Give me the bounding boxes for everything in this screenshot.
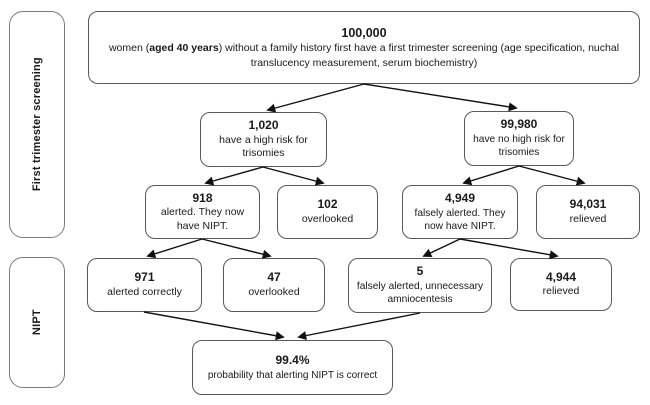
arrow-alerted-to-overlooked-nipt [201,238,272,259]
box-false-alert-amniocentesis: 5 falsely alerted, unnecessary amniocent… [348,258,492,313]
box-high-risk: 1,020 have a high risk for trisomies [200,112,327,167]
arrow-amnio-to-conclusion [297,312,421,341]
arrow-alertedcorrectly-to-conclusion [143,311,285,341]
box-overlooked-nipt-desc: overlooked [248,285,300,298]
box-no-high-risk: 99,980 have no high risk for trisomies [464,111,574,166]
box-relieved-nipt-value: 4,944 [545,269,577,284]
arrow-nohighrisk-to-relieved [518,165,586,186]
arrow-nohighrisk-to-falsely-alerted [462,165,520,186]
box-relieved-nipt-desc: relieved [542,285,580,298]
box-overlooked-nipt: 47 overlooked [223,258,325,312]
box-overlooked-fts: 102 overlooked [277,185,378,239]
sidebar-label-first-trimester-screening: First trimester screening [30,57,43,192]
box-relieved-nipt: 4,944 relieved [510,258,612,311]
box-no-high-risk-desc: have no high risk for trisomies [473,134,565,159]
box-overlooked-fts-value: 102 [317,197,338,212]
root-desc: women (aged 40 years) without a family h… [97,41,631,69]
box-alerted-value: 918 [192,190,213,205]
box-falsely-alerted-value: 4,949 [444,190,476,205]
box-falsely-alerted-desc: falsely alerted. They now have NIPT. [414,207,506,232]
arrow-root-to-no-high-risk [363,83,518,112]
arrow-falselyalerted-to-relieved-nipt [459,238,559,260]
sidebar-label-nipt: NIPT [30,309,43,336]
box-overlooked-nipt-value: 47 [267,270,281,285]
box-relieved-fts: 94,031 relieved [536,185,640,239]
box-relieved-fts-desc: relieved [569,212,607,225]
box-alerted-correctly-desc: alerted correctly [107,285,182,298]
root-desc-suffix: ) without a family history first have a … [218,42,620,69]
box-falsely-alerted: 4,949 falsely alerted. They now have NIP… [402,185,518,239]
root-desc-prefix: women ( [108,42,150,55]
root-desc-bold: aged 40 years [149,42,219,55]
box-alerted-nipt: 918 alerted. They now have NIPT. [145,185,260,239]
box-high-risk-value: 1,020 [248,118,279,133]
sidebar-section-first-trimester-screening: First trimester screening [9,11,65,238]
arrow-highrisk-to-alerted [204,166,264,186]
box-root-population: 100,000 women (aged 40 years) without a … [88,11,640,84]
arrow-root-to-high-risk [266,83,365,113]
box-alerted-correctly-value: 971 [134,270,155,285]
box-high-risk-desc: have a high risk for trisomies [219,133,308,160]
box-alerted-desc: alerted. They now have NIPT. [160,206,245,232]
box-overlooked-fts-desc: overlooked [301,212,354,225]
arrow-alerted-to-alerted-correctly [146,238,203,259]
box-relieved-fts-value: 94,031 [569,197,607,212]
box-false-alert-amnio-desc: falsely alerted, unnecessary amniocentes… [356,281,484,306]
root-value: 100,000 [341,26,387,41]
arrow-highrisk-to-overlooked [262,166,325,186]
box-conclusion-value: 99.4% [275,353,310,368]
sidebar-section-nipt: NIPT [9,257,65,388]
box-alerted-correctly: 971 alerted correctly [87,258,202,312]
arrow-falselyalerted-to-amnio [422,238,461,258]
box-no-high-risk-value: 99,980 [500,117,538,132]
box-conclusion-probability: 99.4% probability that alerting NIPT is … [192,340,393,395]
box-conclusion-desc: probability that alerting NIPT is correc… [207,369,378,381]
box-false-alert-amnio-value: 5 [416,264,424,279]
